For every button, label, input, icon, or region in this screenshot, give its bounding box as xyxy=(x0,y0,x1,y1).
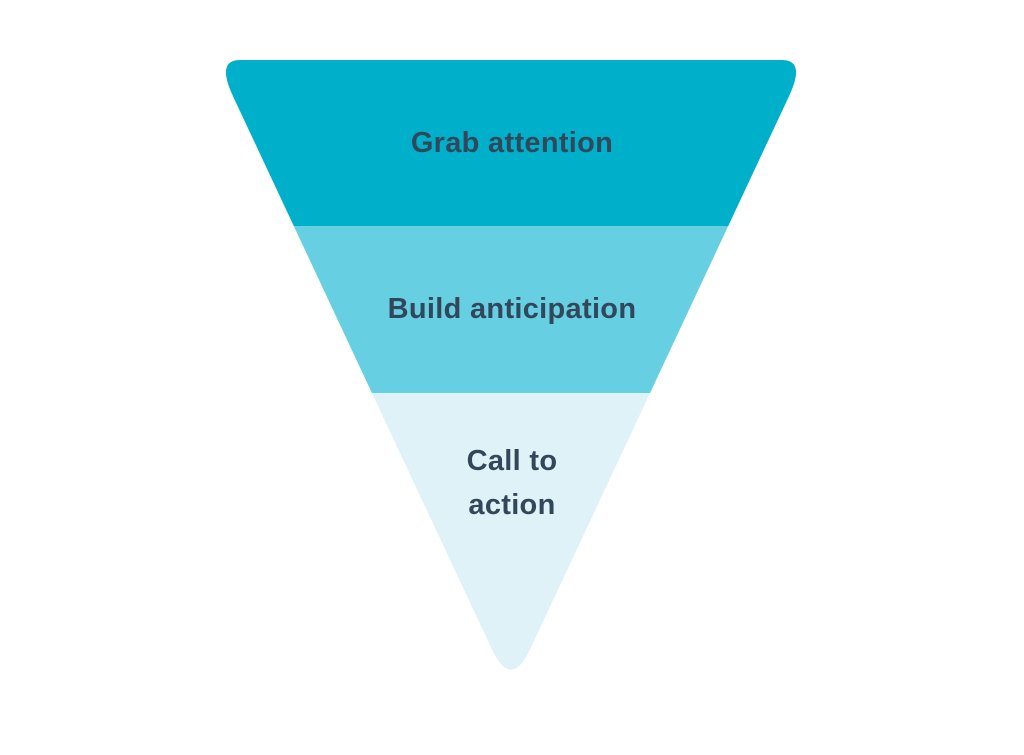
funnel-section-call-to-action xyxy=(225,393,797,670)
funnel-section-build-anticipation xyxy=(225,226,797,393)
funnel-section-grab-attention xyxy=(225,60,797,226)
